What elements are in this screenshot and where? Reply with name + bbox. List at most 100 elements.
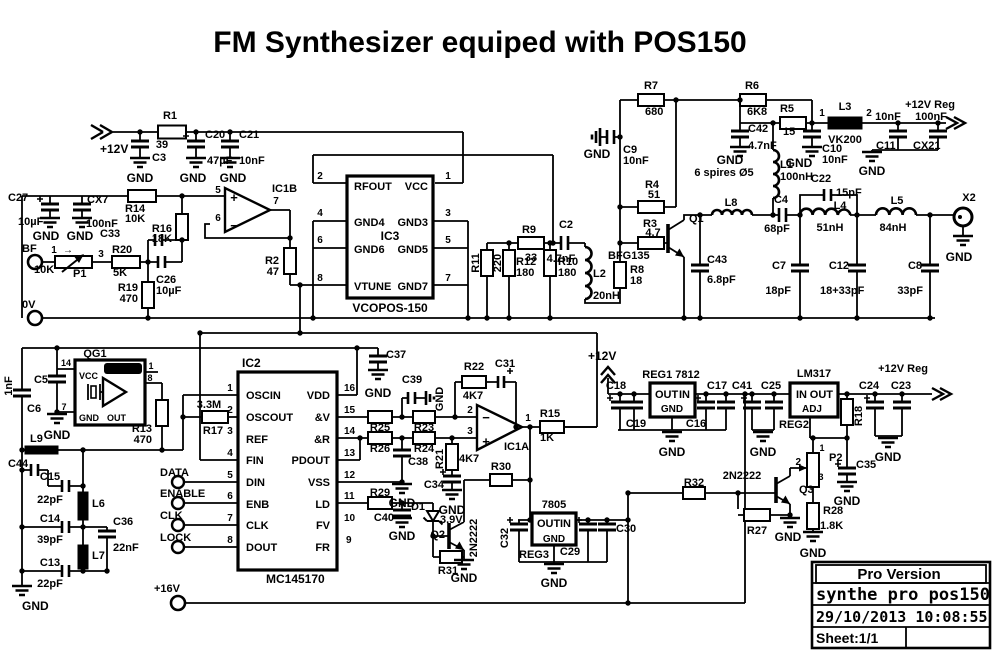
label-vk200: VK200 — [828, 134, 862, 146]
label-q3: Q3 — [799, 484, 814, 496]
label-r16: R16 — [152, 223, 172, 235]
label-c23: C23 — [891, 380, 911, 392]
label-r25: R25 — [370, 422, 390, 434]
label-c15: C15 — [40, 471, 60, 483]
label-c44: C44 — [8, 458, 29, 470]
label-8: 8 — [227, 535, 233, 546]
label-+12vreg: +12V Reg — [878, 363, 928, 375]
label-3: 3 — [818, 472, 823, 482]
label-180: 180 — [516, 267, 534, 279]
label-: − — [230, 218, 238, 233]
qg1-oscillator — [73, 358, 147, 427]
transistor-q1 — [666, 224, 684, 257]
label-c40: C40 — [374, 512, 394, 524]
zener-d1 — [422, 510, 444, 526]
label-r4: R4 — [645, 179, 660, 191]
label-r17: R17 — [203, 425, 223, 437]
label-18pf: 18pF — [765, 285, 791, 297]
label-3: 3 — [227, 426, 233, 437]
label-10nf: 10nF — [822, 154, 848, 166]
label-+16v: +16V — [154, 583, 181, 595]
label-oscout: OSCOUT — [246, 412, 293, 424]
label-gnd: GND — [584, 147, 611, 161]
label-in: IN — [796, 389, 807, 401]
label-gnd: GND — [180, 171, 207, 185]
label-reg17812: REG1 7812 — [642, 369, 699, 381]
label-c30: C30 — [616, 523, 636, 535]
label-gnd: GND — [541, 576, 568, 590]
label-39pf: 39pF — [37, 534, 63, 546]
label-enb: ENB — [246, 499, 269, 511]
label-7: 7 — [61, 402, 66, 412]
label-51nh: 51nH — [817, 222, 844, 234]
label-l2: L2 — [593, 268, 606, 280]
label-15: 15 — [344, 405, 356, 416]
label-+12vreg: +12V Reg — [905, 99, 955, 111]
label-in: IN — [560, 518, 571, 530]
label-out: OUT — [107, 413, 127, 423]
label-c8: C8 — [908, 260, 922, 272]
label-1: 1 — [51, 245, 57, 256]
label-3: 3 — [467, 426, 473, 437]
label-vss: VSS — [308, 477, 330, 489]
label-lm317: LM317 — [797, 368, 831, 380]
label-2: 2 — [795, 457, 801, 468]
nc-ts-tag — [104, 363, 142, 374]
label-r8: R8 — [630, 264, 644, 276]
label-c20: C20 — [205, 129, 225, 141]
label-14: 14 — [61, 358, 71, 368]
label-gnd: GND — [127, 171, 154, 185]
label-13: 13 — [344, 448, 356, 459]
label-22pf: 22pF — [37, 578, 63, 590]
label-c43: C43 — [707, 254, 727, 266]
label-c5: C5 — [34, 374, 48, 386]
label-5: 5 — [445, 235, 451, 246]
label-gnd: GND — [834, 494, 861, 508]
transistor-q2 — [447, 523, 464, 550]
label-gnd: GND — [22, 599, 49, 613]
label-r5: R5 — [780, 103, 794, 115]
label-180: 180 — [558, 267, 576, 279]
wires — [21, 0, 964, 603]
label-: → — [63, 245, 73, 256]
label-10f: 10µF — [18, 216, 44, 228]
label-r21: R21 — [434, 449, 446, 469]
label-6spires5: 6 spires Ø5 — [694, 167, 753, 179]
label-clk: CLK — [160, 510, 183, 522]
label-3: 3 — [98, 249, 104, 260]
label-7: 7 — [227, 513, 233, 524]
label-39: 39 — [156, 139, 168, 151]
label-4: 4 — [227, 448, 233, 459]
label-15: 15 — [783, 126, 795, 138]
label-r3: R3 — [643, 218, 657, 230]
label-6k8: 6K8 — [747, 106, 767, 118]
label-vcopos150: VCOPOS-150 — [352, 301, 428, 315]
label-lock: LOCK — [160, 532, 191, 544]
label-fr: FR — [315, 542, 330, 554]
label-r32: R32 — [684, 477, 704, 489]
label-18k: 18K — [152, 233, 172, 245]
label-18+33pf: 18+33pF — [820, 285, 865, 297]
label-pdout: PDOUT — [292, 455, 331, 467]
label-c9: C9 — [623, 144, 637, 156]
label-l4: L4 — [834, 200, 848, 212]
label-gnd: GND — [786, 156, 813, 170]
label-10: 10 — [344, 513, 356, 524]
title-block: Pro Version synthe pro pos150 29/10/2013… — [810, 560, 992, 650]
label-gnd: GND — [365, 386, 392, 400]
label-ic2: IC2 — [242, 356, 261, 370]
label-mc145170: MC145170 — [266, 572, 325, 586]
label-0v: 0V — [22, 299, 36, 311]
label-47nf: 4.7nF — [547, 253, 576, 265]
label-cx21: CX21 — [913, 140, 941, 152]
label-gnd3: GND3 — [397, 217, 428, 229]
label-c18: C18 — [606, 380, 626, 392]
label-gnd6: GND6 — [354, 244, 385, 256]
label-16: 16 — [344, 383, 356, 394]
label-10nf: 10nF — [239, 155, 265, 167]
label-c41: C41 — [732, 380, 752, 392]
label-r: &R — [314, 434, 330, 446]
label-ic1a: IC1A — [504, 441, 529, 453]
label-1k: 1K — [540, 432, 554, 444]
label-gnd: GND — [451, 571, 478, 585]
